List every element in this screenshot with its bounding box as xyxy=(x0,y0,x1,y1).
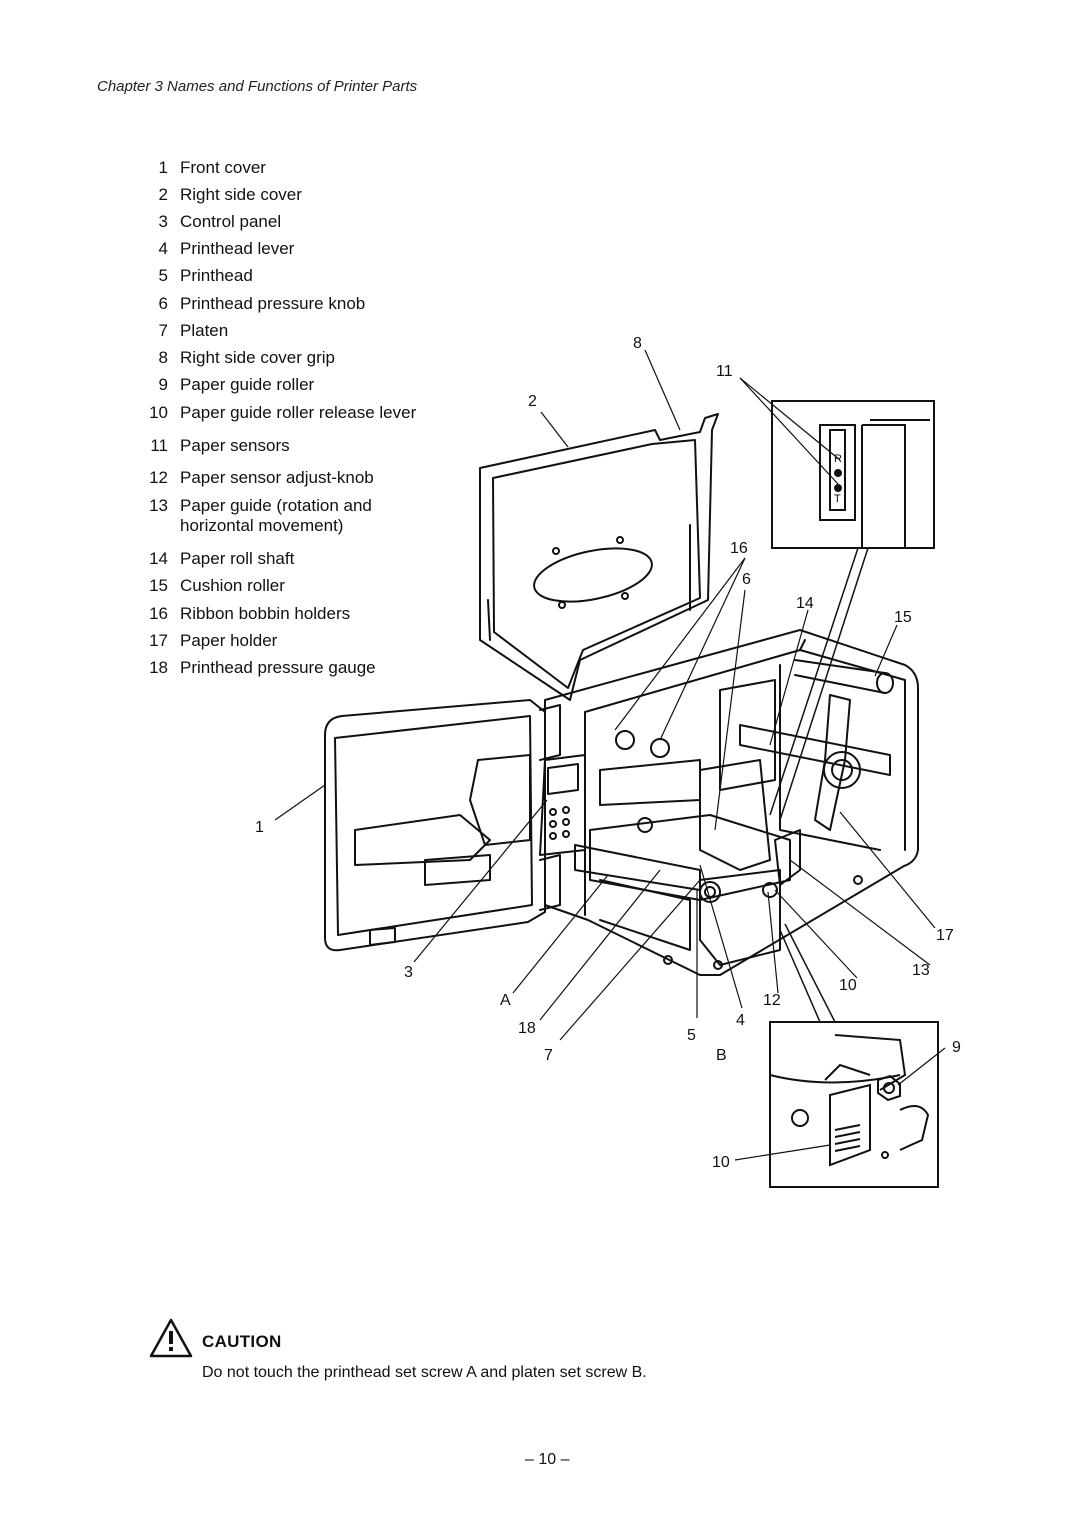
sensor-label-r: R xyxy=(834,453,842,465)
caution-title: CAUTION xyxy=(202,1332,282,1351)
callout-4: 4 xyxy=(736,1012,745,1029)
sensor-label-t: T xyxy=(834,493,841,505)
callout-13: 13 xyxy=(912,962,930,979)
callout-3: 3 xyxy=(404,964,413,981)
callout-6: 6 xyxy=(742,571,751,588)
front-cover xyxy=(324,699,546,952)
callout-17: 17 xyxy=(936,927,954,944)
printer-body xyxy=(539,629,919,976)
callout-B: B xyxy=(716,1047,727,1064)
callout-14: 14 xyxy=(796,595,814,612)
sensor-inset xyxy=(769,400,935,821)
callout-1: 1 xyxy=(255,819,264,836)
caution-text: Do not touch the printhead set screw A a… xyxy=(202,1364,647,1381)
callout-10-inset: 10 xyxy=(712,1154,730,1171)
callout-15: 15 xyxy=(894,609,912,626)
roller-inset xyxy=(769,923,939,1188)
warning-icon xyxy=(149,1318,193,1358)
right-side-cover xyxy=(479,413,719,701)
callout-A: A xyxy=(500,992,511,1009)
page-number: – 10 – xyxy=(525,1451,570,1468)
callout-7: 7 xyxy=(544,1047,553,1064)
leader-lines xyxy=(274,349,946,1161)
callout-12: 12 xyxy=(763,992,781,1009)
chapter-header: Chapter 3 Names and Functions of Printer… xyxy=(97,78,418,95)
control-panel xyxy=(539,754,586,856)
callout-5: 5 xyxy=(687,1027,696,1044)
callout-11: 11 xyxy=(716,363,733,380)
callout-2: 2 xyxy=(528,393,537,410)
callout-9: 9 xyxy=(952,1039,961,1056)
callout-18: 18 xyxy=(518,1020,536,1037)
callout-labels: 1 2 3 4 5 6 7 8 9 10 10 11 12 13 14 15 1… xyxy=(255,335,961,1171)
callout-16: 16 xyxy=(730,540,748,557)
callout-8: 8 xyxy=(633,335,642,352)
callout-10: 10 xyxy=(839,977,857,994)
